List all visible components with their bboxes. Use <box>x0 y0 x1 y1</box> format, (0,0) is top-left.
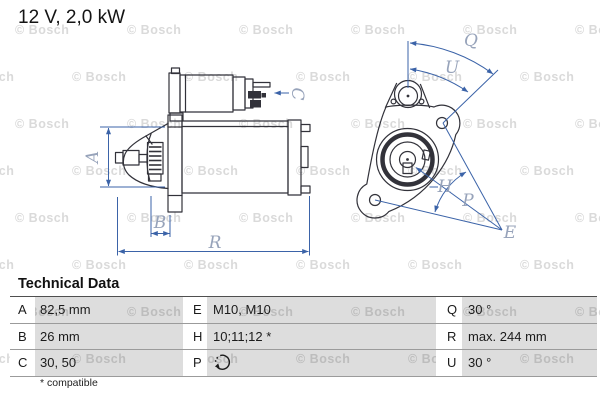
dimension-label-C: C <box>287 87 307 100</box>
table-row: C 30, 50 P U 30 ° <box>10 350 597 377</box>
dimension-R: R <box>117 196 310 256</box>
table-cell-key-H: H <box>183 323 207 349</box>
dimension-label-E: E <box>503 223 517 243</box>
solenoid <box>168 67 271 122</box>
bosch-watermark: © Bosch <box>296 352 351 366</box>
bosch-watermark: © Bosch <box>239 305 294 319</box>
drive-end <box>114 122 169 190</box>
bosch-watermark: © Bosch <box>575 117 600 131</box>
bosch-watermark: © Bosch <box>0 164 15 178</box>
bosch-watermark: © Bosch <box>351 305 406 319</box>
table-cell-value-H: 10;11;12 * <box>207 323 436 349</box>
table-cell-value-A: 82,5 mm <box>35 297 183 323</box>
bosch-watermark: © Bosch <box>0 70 15 84</box>
bosch-watermark: © Bosch <box>127 23 182 37</box>
bosch-watermark: © Bosch <box>296 164 351 178</box>
mounting-hole-1 <box>435 116 449 130</box>
bosch-watermark: © Bosch <box>184 164 239 178</box>
dimension-label-A: A <box>83 151 103 165</box>
bosch-watermark: © Bosch <box>463 23 518 37</box>
table-cell-value-Q: 30 ° <box>462 297 597 323</box>
table-row: B 26 mm H 10;11;12 * R max. 244 mm <box>10 323 597 350</box>
compatibility-footnote: * compatible <box>40 377 98 389</box>
bosch-watermark: © Bosch <box>127 211 182 225</box>
mounting-hole-2 <box>368 193 382 207</box>
bosch-watermark: © Bosch <box>463 305 518 319</box>
bosch-watermark: © Bosch <box>520 70 575 84</box>
dimension-B: B <box>150 196 171 237</box>
solenoid-terminal <box>250 100 261 108</box>
technical-data-table: A 82,5 mm E M10, M10 Q 30 ° B 26 mm H 10… <box>10 296 597 377</box>
bosch-watermark: © Bosch <box>72 258 127 272</box>
bosch-watermark: © Bosch <box>239 211 294 225</box>
bosch-watermark: © Bosch <box>184 258 239 272</box>
solenoid-terminal <box>248 91 261 99</box>
dimension-A: A <box>83 126 165 188</box>
bosch-watermark: © Bosch <box>15 117 70 131</box>
dimension-E-H-P: H P E <box>374 122 517 243</box>
pinion-gear <box>146 141 164 182</box>
table-row: A 82,5 mm E M10, M10 Q 30 ° <box>10 297 597 324</box>
bosch-watermark: © Bosch <box>463 117 518 131</box>
table-cell-key-C: C <box>10 350 35 376</box>
page-title: 12 V, 2,0 kW <box>18 7 126 28</box>
table-cell-key-R: R <box>436 323 462 349</box>
bosch-watermark: © Bosch <box>296 70 351 84</box>
center-bore <box>375 127 440 192</box>
bosch-watermark: © Bosch <box>72 70 127 84</box>
dimension-label-U: U <box>445 58 460 78</box>
callout-C: C <box>274 87 307 101</box>
dimension-Q-U: Q U <box>407 31 499 124</box>
bosch-watermark: © Bosch <box>184 70 239 84</box>
bosch-watermark: © Bosch <box>408 258 463 272</box>
bosch-watermark: © Bosch <box>0 258 15 272</box>
bosch-watermark: © Bosch <box>463 211 518 225</box>
rotation-ccw-icon <box>214 354 231 371</box>
bosch-watermark: © Bosch <box>15 23 70 37</box>
table-cell-value-B: 26 mm <box>35 323 183 349</box>
bosch-watermark: © Bosch <box>72 352 127 366</box>
side-view: A B R C <box>83 67 311 256</box>
table-cell-value-E: M10, M10 <box>207 297 436 323</box>
bosch-watermark: © Bosch <box>127 305 182 319</box>
dimension-label-H: H <box>437 177 454 197</box>
table-cell-value-R: max. 244 mm <box>462 323 597 349</box>
bosch-watermark: © Bosch <box>520 258 575 272</box>
bosch-watermark: © Bosch <box>520 352 575 366</box>
bosch-watermark: © Bosch <box>520 164 575 178</box>
table-cell-key-B: B <box>10 323 35 349</box>
bosch-watermark: © Bosch <box>575 211 600 225</box>
table-cell-key-Q: Q <box>436 297 462 323</box>
end-view: Q U H P E <box>356 31 517 243</box>
table-cell-key-P: P <box>183 350 207 376</box>
bosch-watermark: © Bosch <box>351 23 406 37</box>
bosch-watermark: © Bosch <box>351 117 406 131</box>
table-cell-value-P <box>207 350 436 376</box>
bosch-watermark: © Bosch <box>575 305 600 319</box>
dimension-label-B: B <box>153 213 167 233</box>
motor-body <box>167 114 311 213</box>
table-cell-key-U: U <box>436 350 462 376</box>
mounting-flange <box>356 104 461 219</box>
table-cell-value-C: 30, 50 <box>35 350 183 376</box>
bosch-watermark: © Bosch <box>15 211 70 225</box>
technical-data-heading: Technical Data <box>18 276 120 292</box>
bosch-watermark: © Bosch <box>296 258 351 272</box>
bosch-watermark: © Bosch <box>575 23 600 37</box>
dimension-label-Q: Q <box>464 31 478 51</box>
bosch-watermark: © Bosch <box>239 23 294 37</box>
dimension-label-P: P <box>461 191 474 211</box>
dimension-label-R: R <box>208 233 222 253</box>
bosch-watermark: © Bosch <box>72 164 127 178</box>
table-cell-key-E: E <box>183 297 207 323</box>
table-cell-key-A: A <box>10 297 35 323</box>
table-cell-value-U: 30 ° <box>462 350 597 376</box>
